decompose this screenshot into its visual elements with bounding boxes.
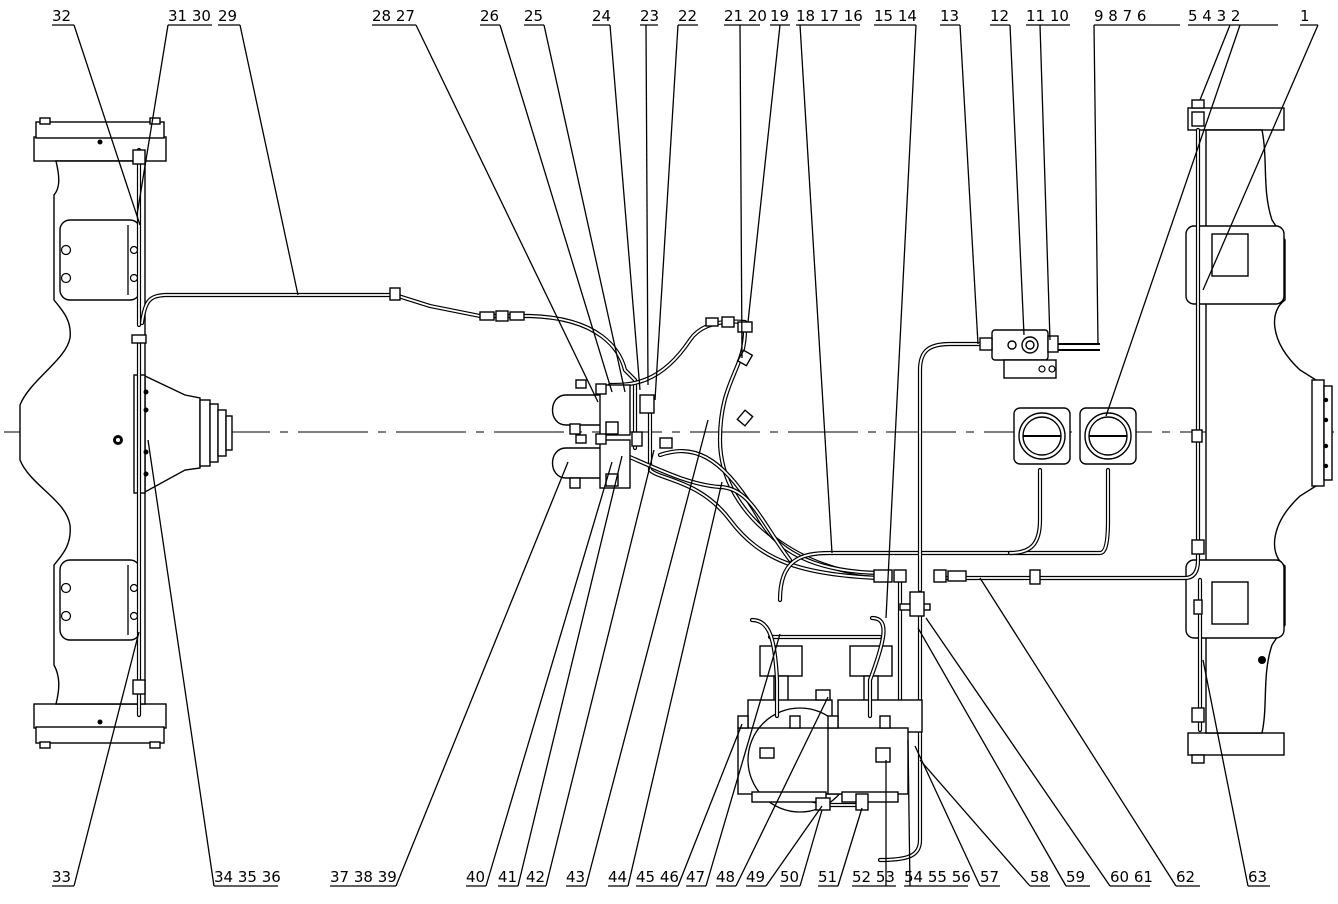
label-58: 58: [1030, 868, 1049, 886]
label-54-55-56: 54 55 56: [904, 868, 971, 886]
label-40: 40: [466, 868, 485, 886]
label-41: 41: [498, 868, 517, 886]
label-15-14: 15 14: [874, 7, 917, 25]
label-31-30: 31 30: [168, 7, 211, 25]
label-59: 59: [1066, 868, 1085, 886]
label-18-17-16: 18 17 16: [796, 7, 863, 25]
label-9-8-7-6: 9 8 7 6: [1094, 7, 1146, 25]
label-33: 33: [52, 868, 71, 886]
label-57: 57: [980, 868, 999, 886]
label-28-27: 28 27: [372, 7, 415, 25]
label-48: 48: [716, 868, 735, 886]
label-50: 50: [780, 868, 799, 886]
bottom-part-labels: 33 34 35 36 37 38 39 40 41 42 43 44 45 4…: [52, 868, 1267, 886]
label-5-4-3-2: 5 4 3 2: [1188, 7, 1240, 25]
brake-booster-right: [815, 615, 923, 811]
label-60-61: 60 61: [1110, 868, 1153, 886]
label-51: 51: [818, 868, 837, 886]
label-63: 63: [1248, 868, 1267, 886]
label-24: 24: [592, 7, 611, 25]
label-12: 12: [990, 7, 1009, 25]
pressure-gauge-left: [1013, 407, 1071, 465]
label-22: 22: [678, 7, 697, 25]
label-11-10: 11 10: [1026, 7, 1069, 25]
pipe-fittings: [131, 111, 1205, 723]
leader-lines: [52, 24, 1319, 887]
label-25: 25: [524, 7, 543, 25]
label-32: 32: [52, 7, 71, 25]
label-29: 29: [218, 7, 237, 25]
label-45-46: 45 46: [636, 868, 679, 886]
label-19: 19: [770, 7, 789, 25]
label-47: 47: [686, 868, 705, 886]
label-23: 23: [640, 7, 659, 25]
label-62: 62: [1176, 868, 1195, 886]
label-13: 13: [940, 7, 959, 25]
label-1: 1: [1300, 7, 1310, 25]
brake-valve-upper: [551, 379, 631, 436]
brake-valve-12: [979, 329, 1100, 379]
label-42: 42: [526, 868, 545, 886]
brake-pipe-network: [136, 127, 1203, 863]
label-26: 26: [480, 7, 499, 25]
top-part-labels: 32 31 30 29 28 27 26 25 24 23 22 21 20 1…: [52, 7, 1310, 25]
label-52-53: 52 53: [852, 868, 895, 886]
rear-axle-assembly: [1185, 99, 1333, 764]
pressure-gauge-right: [1079, 407, 1137, 465]
label-34-35-36: 34 35 36: [214, 868, 281, 886]
label-21-20: 21 20: [724, 7, 767, 25]
label-43: 43: [566, 868, 585, 886]
brake-booster-left: [737, 617, 853, 813]
label-49: 49: [746, 868, 765, 886]
label-44: 44: [608, 868, 627, 886]
brake-valve-lower: [551, 433, 631, 489]
front-axle-assembly: [19, 117, 233, 749]
label-37-38-39: 37 38 39: [330, 868, 397, 886]
